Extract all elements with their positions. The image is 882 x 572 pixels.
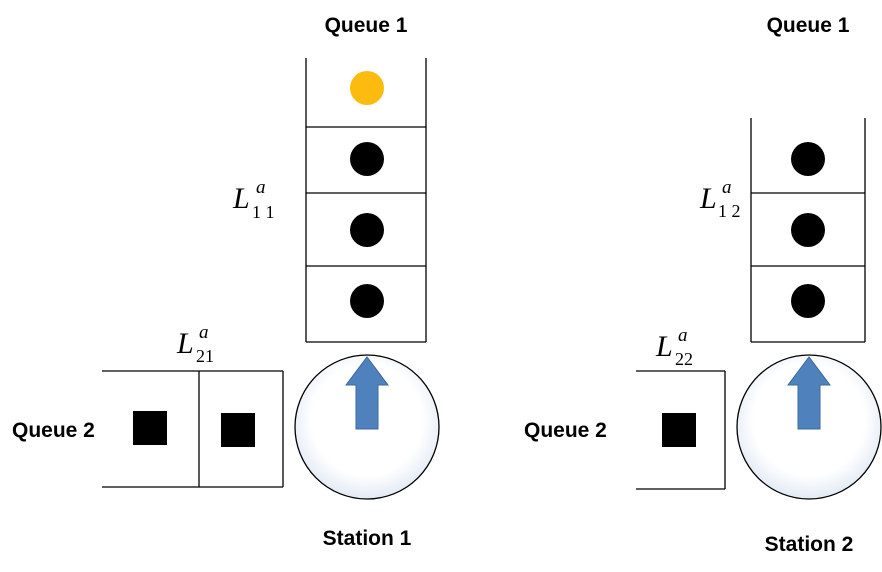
station-1-group: Queue 1 L a 1 1 L a 21 Queue 2 [12, 14, 440, 550]
station-1-queue-1-customer-1 [350, 71, 384, 105]
svg-text:L: L [699, 182, 717, 215]
station-1-queue-2-customer-1 [133, 411, 167, 445]
station-2-queue-2-buffer [636, 370, 726, 490]
station-1-queue-1-customer-3 [350, 213, 384, 247]
svg-text:L: L [232, 182, 250, 215]
station-2-arrow-up-icon [787, 356, 831, 430]
svg-text:a: a [722, 177, 732, 198]
station-2-group: Queue 1 L a 1 2 L a 22 Queue 2 [524, 14, 882, 556]
svg-text:a: a [199, 322, 209, 343]
station-2-queue-1-customer-3 [791, 284, 825, 318]
station-2-queue-1-buffer [750, 118, 866, 343]
station-1-arrow-up-icon [345, 356, 389, 430]
station-1-queue-1-length-label: L a 1 1 [232, 177, 275, 222]
station-1-queue-1-customer-2 [350, 142, 384, 176]
station-1-queue-2-customer-2 [221, 413, 255, 447]
station-2-queue-1-length-label: L a 1 2 [699, 177, 741, 221]
station-2-queue-2-length-label: L a 22 [655, 325, 693, 369]
svg-text:a: a [678, 325, 688, 346]
station-1-queue-2-length-label: L a 21 [176, 322, 214, 366]
station-2-queue-1-customer-2 [791, 213, 825, 247]
svg-text:1 1: 1 1 [252, 202, 275, 222]
svg-text:1 2: 1 2 [718, 201, 741, 221]
svg-text:L: L [655, 330, 673, 363]
svg-text:L: L [176, 327, 194, 360]
station-2-queue-2-customer-1 [662, 413, 696, 447]
station-2-queue-1-customer-1 [791, 142, 825, 176]
station-1-queue-2-buffer [102, 370, 284, 488]
station-2-queue-1-label: Queue 1 [767, 14, 850, 37]
svg-text:22: 22 [675, 349, 693, 369]
station-1-queue-1-customer-4 [350, 284, 384, 318]
station-1-label: Station 1 [323, 527, 412, 550]
station-1-queue-1-buffer [305, 58, 427, 343]
station-2-label: Station 2 [765, 533, 854, 556]
svg-text:21: 21 [196, 346, 214, 366]
station-1-queue-1-label: Queue 1 [325, 14, 408, 37]
station-2-queue-2-label: Queue 2 [524, 419, 607, 442]
svg-text:a: a [256, 177, 266, 198]
station-1-queue-2-label: Queue 2 [12, 419, 95, 442]
